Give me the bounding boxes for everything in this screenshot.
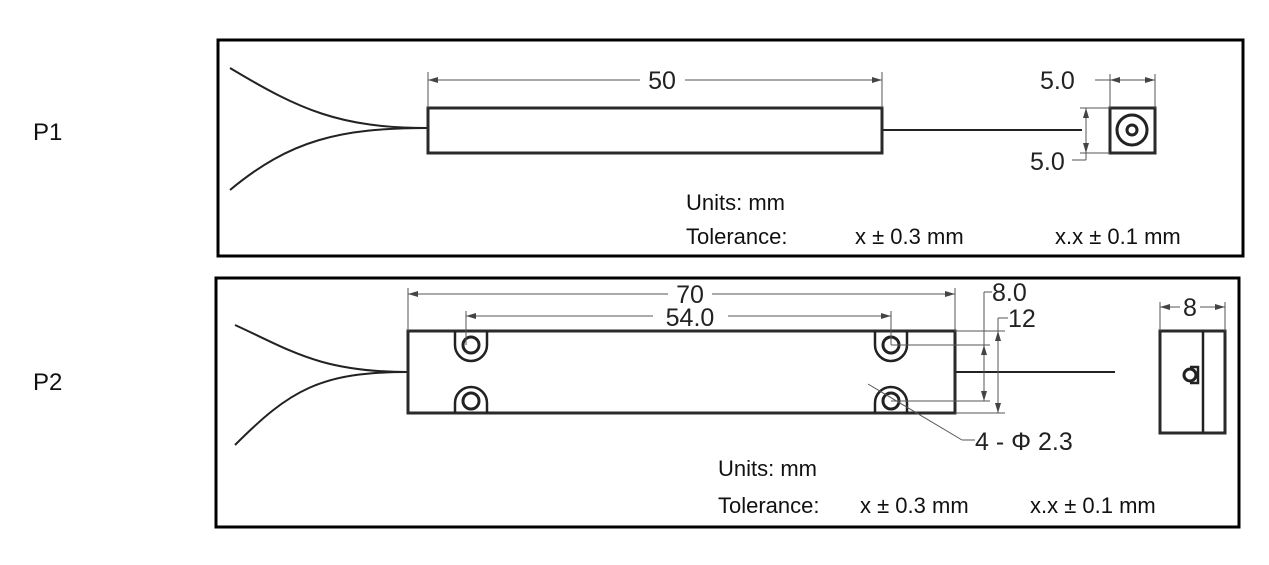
p2-body [406, 329, 957, 415]
p1-frame [216, 38, 1245, 258]
p2-drawing: 70 54.0 8.0 12 4 - Φ 2.3 8 Units: m [214, 276, 1241, 529]
p1-port-icon [1115, 113, 1149, 147]
p2-mounting-holes [453, 331, 909, 413]
p2-tolerance-1: x ± 0.3 mm [860, 493, 969, 518]
p2-fiber-left-top [234, 324, 409, 373]
p2-hole-spacing-dim: 54.0 [666, 304, 715, 332]
p1-length-dim: 50 [648, 67, 676, 95]
p2-holes-callout: 4 - Φ 2.3 [975, 428, 1073, 456]
p1-tolerance-1: x ± 0.3 mm [855, 224, 964, 249]
p1-height-dim: 5.0 [1030, 148, 1065, 176]
p2-tolerance-label: Tolerance: [718, 493, 820, 518]
p1-fiber-left-top [229, 67, 429, 129]
p2-units: Units: mm [718, 456, 817, 481]
p1-tolerance-label: Tolerance: [686, 224, 788, 249]
p1-units: Units: mm [686, 190, 785, 215]
p2-tolerance-2: x.x ± 0.1 mm [1030, 493, 1156, 518]
p2-hole-vertical-dim: 8.0 [992, 279, 1027, 307]
part-label-p2: P2 [33, 369, 62, 396]
p1-fiber-left-bottom [229, 127, 429, 191]
p2-height-dim: 12 [1008, 305, 1036, 333]
p2-port-icon [1182, 367, 1198, 383]
part-label-p1: P1 [33, 119, 62, 146]
p2-frame [214, 276, 1241, 529]
p2-length-dim: 70 [676, 281, 704, 309]
p1-tolerance-2: x.x ± 0.1 mm [1055, 224, 1181, 249]
p1-width-dim: 5.0 [1040, 67, 1075, 95]
p1-drawing: 50 5.0 5.0 Units: mm Tolerance: x ± 0.3 … [216, 38, 1245, 258]
p2-fiber-left-bottom [234, 371, 409, 446]
p2-end-width-dim: 8 [1183, 294, 1197, 322]
p1-body [426, 106, 884, 155]
